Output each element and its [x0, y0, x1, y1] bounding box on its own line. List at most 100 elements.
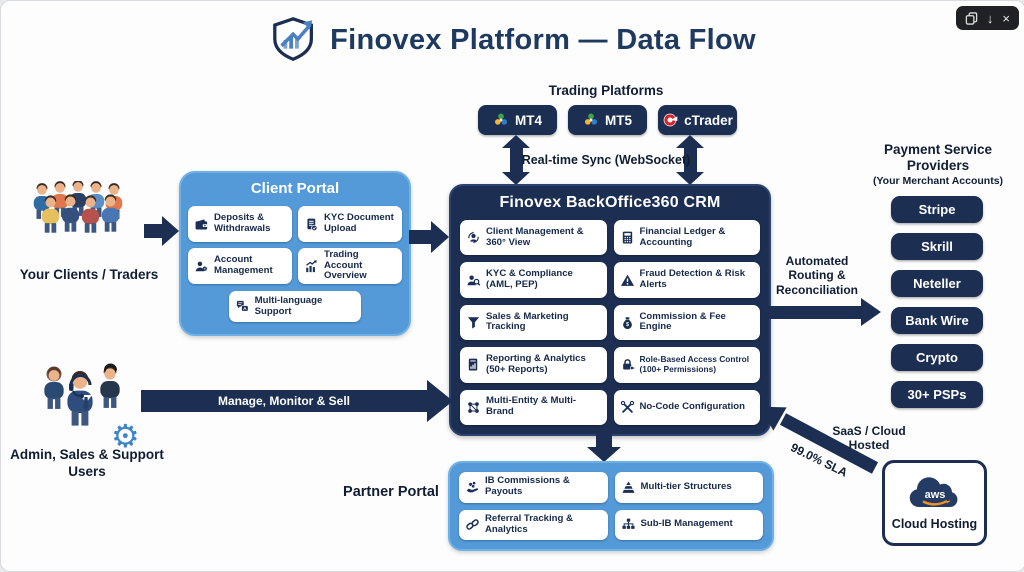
crm-item: Reporting & Analytics (50+ Reports): [460, 347, 607, 383]
client-portal-item: KYC Document Upload: [298, 206, 402, 242]
crm-item: Role-Based Access Control (100+ Permissi…: [613, 347, 760, 383]
sync-label: Real-time Sync (WebSocket): [521, 153, 691, 167]
admin-arrow-label: Manage, Monitor & Sell: [217, 394, 350, 408]
arrow-admin-to-crm: Manage, Monitor & Sell: [141, 390, 427, 412]
routing-label: Automated Routing & Reconciliation: [775, 254, 858, 297]
hierarchy-icon: [621, 517, 636, 532]
trading-platform-label: cTrader: [684, 112, 733, 128]
client-portal-items: Deposits & Withdrawals KYC Document Uplo…: [188, 206, 402, 322]
trading-platform-pills: MT4 MT5 cTrader: [478, 105, 737, 135]
client-portal-title: Client Portal: [250, 180, 340, 197]
admin-illustration: ⚙: [44, 363, 140, 451]
money-bag-icon: [620, 315, 635, 330]
psp-pill: Skrill: [891, 233, 983, 260]
aws-label: aws: [924, 489, 945, 501]
partner-portal-item-label: Referral Tracking & Analytics: [485, 512, 573, 535]
partner-portal-item: Sub-IB Management: [614, 509, 763, 540]
psp-pill-label: Bank Wire: [905, 313, 969, 328]
pyramid-icon: [621, 480, 636, 495]
wallet-icon: [194, 217, 209, 232]
trading-platform-pill: cTrader: [658, 105, 737, 135]
trading-platform-pill: MT4: [478, 105, 557, 135]
crm-item-label: Financial Ledger & Accounting: [639, 225, 726, 248]
arrow-portal-to-crm: [409, 230, 431, 244]
partner-portal-item-label: IB Commissions & Payouts: [485, 475, 570, 498]
crm-item: KYC & Compliance (AML, PEP): [460, 262, 607, 298]
arrow-crm-to-partner: [596, 432, 612, 447]
close-icon[interactable]: ×: [1002, 10, 1010, 26]
copy-icon[interactable]: [965, 11, 978, 25]
client-portal-box: Client Portal Deposits & Withdrawals KYC…: [179, 171, 411, 336]
network-icon: [466, 400, 481, 415]
shield-growth-logo-icon: [273, 17, 314, 61]
psp-pill: Crypto: [891, 344, 983, 371]
gear-icon: ⚙: [111, 417, 140, 451]
crm-item: Fraud Detection & Risk Alerts: [613, 262, 760, 298]
aws-cloud-icon: aws: [909, 477, 957, 508]
partner-portal-item-label: Multi-tier Structures: [640, 480, 732, 492]
psp-pills: Stripe Skrill Neteller Bank Wire Crypto …: [891, 196, 983, 408]
trading-platform-label: MT4: [515, 112, 542, 128]
lock-key-icon: [620, 357, 635, 372]
psp-pill-label: Neteller: [913, 276, 961, 291]
download-icon[interactable]: ↓: [986, 10, 994, 26]
coins-hand-icon: [465, 480, 480, 495]
cloud-hosting-label: Cloud Hosting: [891, 517, 978, 531]
client-portal-item-label: Multi-language Support: [254, 294, 323, 317]
translate-icon: [235, 299, 250, 314]
sync-arrow-left: [501, 135, 531, 185]
funnel-icon: [466, 315, 481, 330]
crm-item-label: KYC & Compliance (AML, PEP): [486, 268, 573, 291]
partner-portal-item: Multi-tier Structures: [614, 472, 763, 503]
header: Finovex Platform — Data Flow: [1, 15, 1024, 65]
report-icon: [466, 357, 481, 372]
wrench-icon: [620, 400, 635, 415]
calculator-icon: [620, 230, 635, 245]
admin-label: Admin, Sales & Support Users: [10, 447, 164, 479]
arrow-crm-to-psp: [767, 306, 861, 319]
partner-portal-items: IB Commissions & Payouts Multi-tier Stru…: [459, 472, 763, 540]
crm-title: Finovex BackOffice360 CRM: [499, 194, 721, 211]
psp-subtitle: (Your Merchant Accounts): [872, 175, 1004, 187]
client-portal-item-label: KYC Document Upload: [324, 212, 394, 234]
psp-pill: Neteller: [891, 270, 983, 297]
crm-item: Client Management & 360° View: [460, 220, 607, 256]
partner-portal-box: IB Commissions & Payouts Multi-tier Stru…: [448, 461, 774, 551]
client-portal-item-label: Account Management: [214, 254, 273, 276]
psp-pill: 30+ PSPs: [891, 381, 983, 408]
psp-title: Payment Service Providers: [883, 142, 993, 174]
client-portal-item: Multi-language Support: [228, 291, 362, 322]
partner-portal-item-label: Sub-IB Management: [640, 518, 733, 530]
crm-item-label: Role-Based Access Control (100+ Permissi…: [639, 354, 750, 374]
user-sync-icon: [466, 230, 481, 245]
trading-platforms-label: Trading Platforms: [548, 83, 664, 98]
cloud-hosting-box: aws Cloud Hosting: [882, 460, 987, 546]
psp-pill-label: Stripe: [918, 202, 956, 217]
crm-item: No-Code Configuration: [613, 389, 760, 425]
partner-portal-item: Referral Tracking & Analytics: [459, 509, 608, 540]
clients-label: Your Clients / Traders: [19, 267, 159, 282]
crm-item: Multi-Entity & Multi-Brand: [460, 389, 607, 425]
client-portal-item: Trading Account Overview: [298, 248, 402, 284]
metatrader-icon: [583, 112, 599, 128]
crm-item-label: Multi-Entity & Multi-Brand: [486, 395, 577, 418]
crm-item: Financial Ledger & Accounting: [613, 220, 760, 256]
client-portal-item-label: Deposits & Withdrawals: [214, 212, 271, 234]
page-title: Finovex Platform — Data Flow: [330, 23, 756, 56]
crm-item-label: Commission & Fee Engine: [639, 310, 726, 333]
crm-item-label: Sales & Marketing Tracking: [486, 310, 569, 333]
crm-item-label: Reporting & Analytics (50+ Reports): [486, 353, 586, 375]
ctrader-icon: [662, 112, 678, 128]
psp-pill-label: Skrill: [921, 239, 953, 254]
crm-box: Finovex BackOffice360 CRM Client Managem…: [449, 184, 771, 436]
link-icon: [465, 517, 480, 532]
sync-arrow-right: [675, 135, 705, 185]
psp-pill-label: 30+ PSPs: [907, 387, 967, 402]
warning-icon: [620, 273, 635, 288]
partner-portal-label: Partner Portal: [343, 484, 439, 500]
partner-portal-item: IB Commissions & Payouts: [459, 472, 608, 503]
client-portal-item-label: Trading Account Overview: [324, 248, 367, 282]
user-search-icon: [466, 273, 481, 288]
client-portal-item: Deposits & Withdrawals: [188, 206, 292, 242]
